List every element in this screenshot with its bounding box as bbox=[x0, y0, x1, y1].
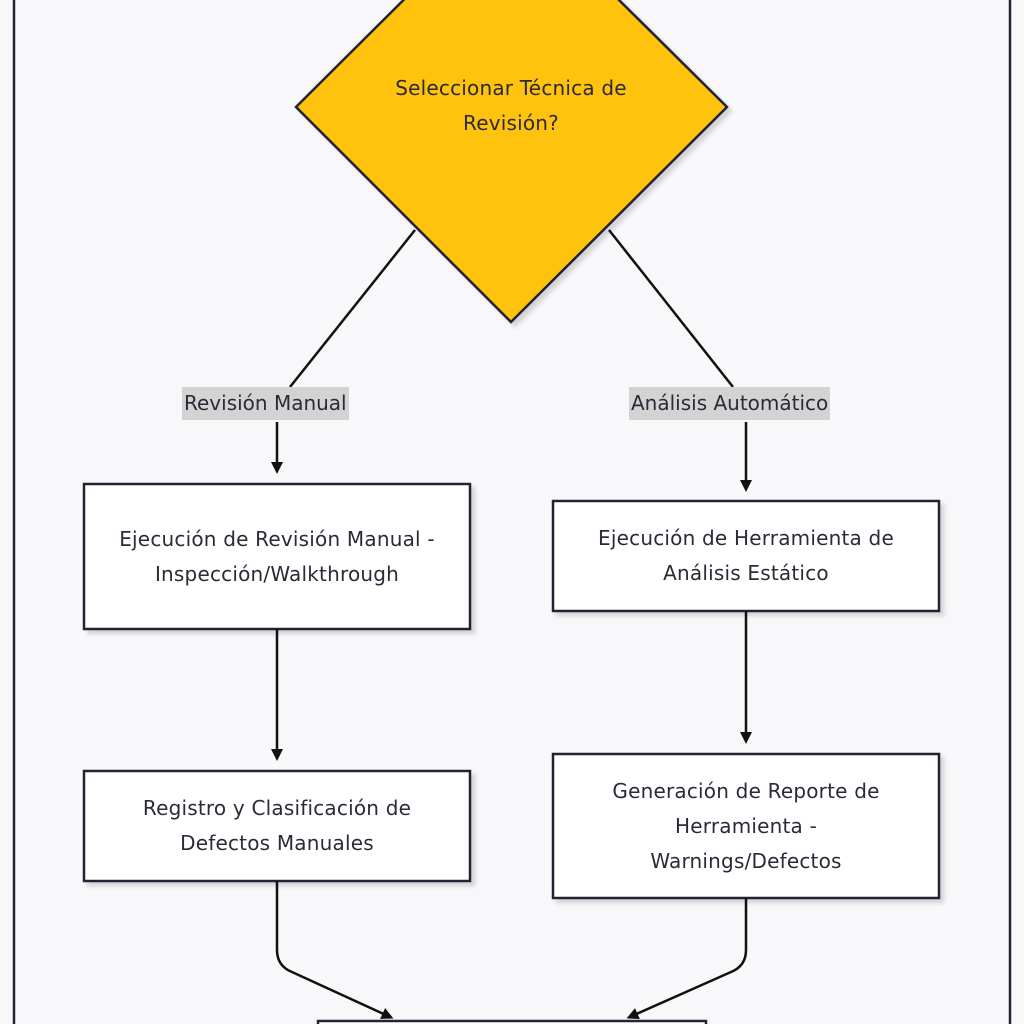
edge-label-manual: Revisión Manual bbox=[182, 387, 349, 420]
manual-defects-label: Registro y Clasificación de Defectos Man… bbox=[142, 796, 412, 855]
edge-tool-report-to-next bbox=[626, 898, 748, 1020]
manual-review-label: Ejecución de Revisión Manual - Inspecció… bbox=[119, 526, 435, 586]
edge-manual-defects-to-next bbox=[275, 881, 394, 1019]
edge-decision-to-auto bbox=[608, 229, 734, 388]
box-tool-report bbox=[551, 752, 941, 900]
edge-decision-to-manual bbox=[289, 229, 416, 388]
static-tool-label: Ejecución de Herramienta de Análisis Est… bbox=[598, 526, 894, 585]
box-next-step-partial bbox=[316, 1019, 708, 1024]
tool-report-label: Generación de Reporte de Herramienta - W… bbox=[612, 778, 880, 873]
decision-label: Seleccionar Técnica de Revisión? bbox=[395, 76, 627, 135]
box-manual-defects bbox=[82, 769, 472, 883]
decision-diamond bbox=[294, 0, 729, 324]
box-manual-review bbox=[82, 482, 472, 631]
box-static-tool bbox=[551, 499, 941, 613]
edge-label-auto: Análisis Automático bbox=[629, 387, 831, 420]
